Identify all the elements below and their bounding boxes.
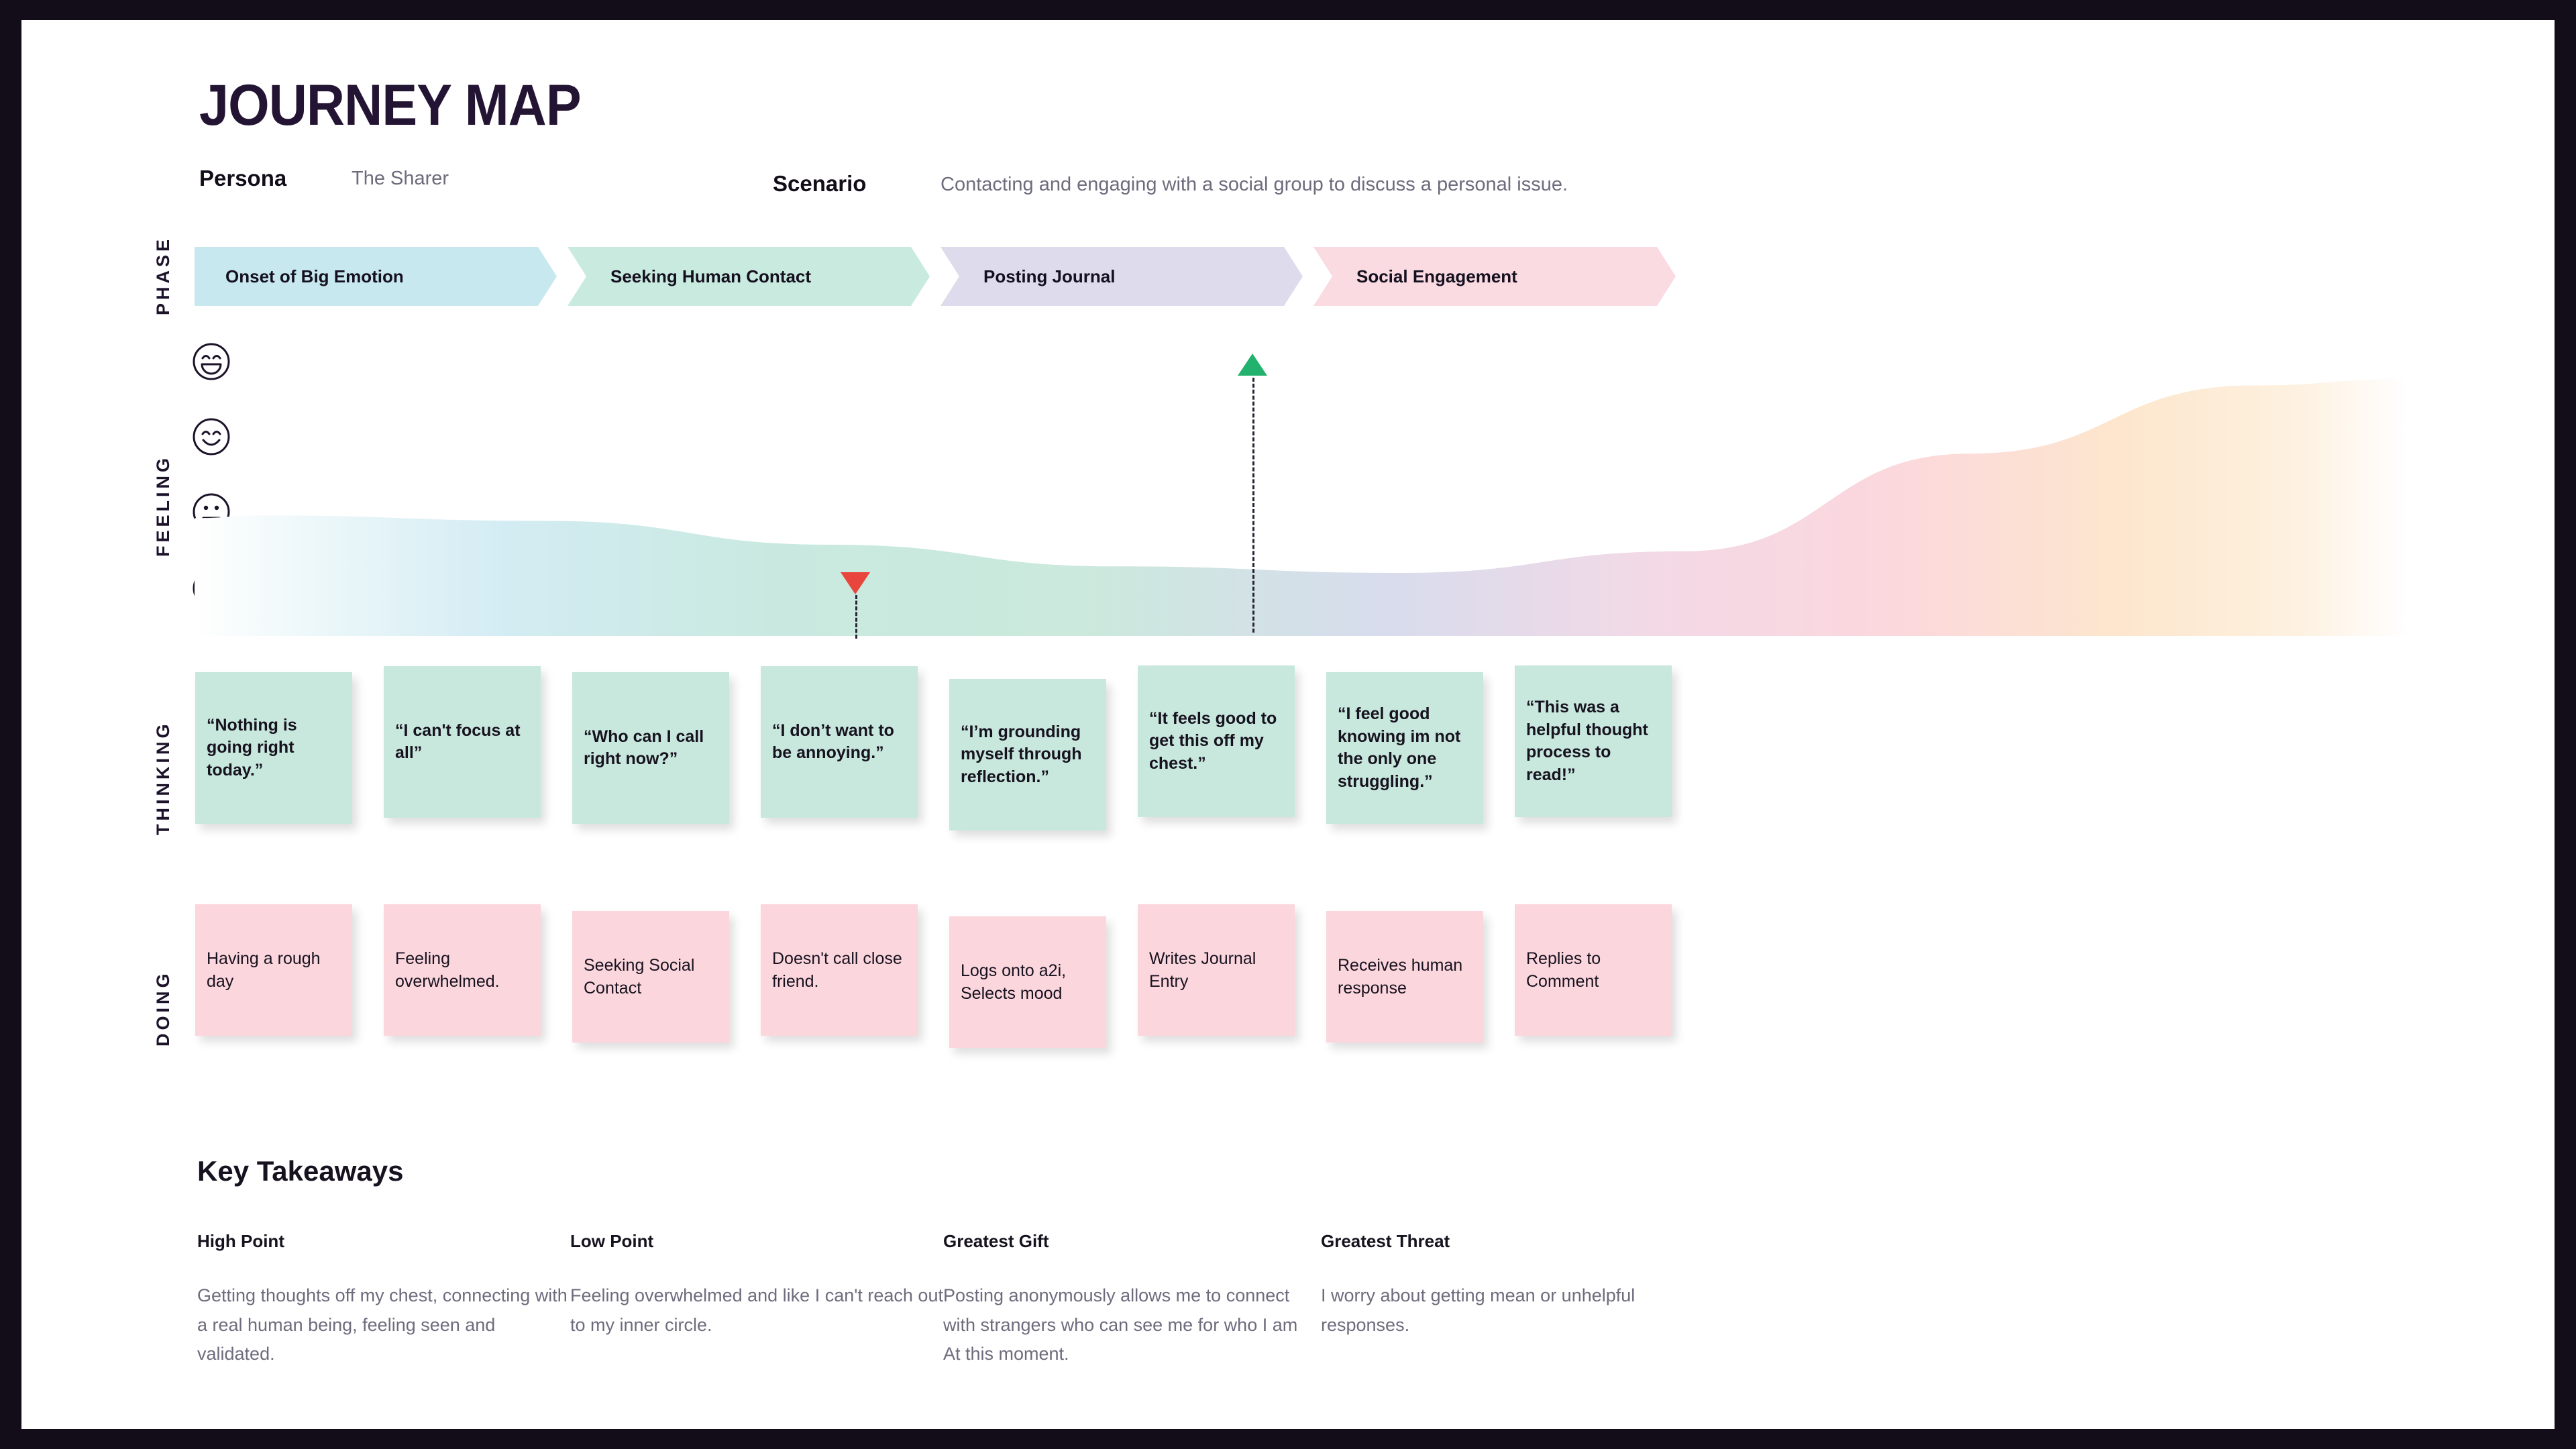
doing-note-text: Replies to Comment xyxy=(1526,949,1601,991)
takeaway-body: Feeling overwhelmed and like I can't rea… xyxy=(570,1285,943,1335)
doing-note[interactable]: Seeking Social Contact xyxy=(572,911,729,1042)
takeaway-heading: High Point xyxy=(197,1231,284,1251)
thinking-note-text: “I can't focus at all” xyxy=(395,720,521,763)
thinking-note-text: “Who can I call right now?” xyxy=(584,727,704,769)
thinking-note[interactable]: “I’m grounding myself through reflection… xyxy=(949,679,1106,830)
takeaway-heading: Greatest Gift xyxy=(943,1231,1049,1251)
thinking-note-text: “I’m grounding myself through reflection… xyxy=(961,722,1082,786)
phase-2[interactable]: Seeking Human Contact xyxy=(568,247,930,306)
laughing-face-icon xyxy=(193,343,230,380)
feeling-area-chart xyxy=(195,378,2408,636)
scenario-label: Scenario xyxy=(773,171,867,196)
doing-note[interactable]: Replies to Comment xyxy=(1515,904,1672,1036)
thinking-note-text: “This was a helpful thought process to r… xyxy=(1526,698,1648,784)
phase-row: Onset of Big Emotion Seeking Human Contac… xyxy=(195,247,1677,306)
thinking-note-text: “Nothing is going right today.” xyxy=(207,715,297,780)
takeaway-body: Getting thoughts off my chest, connectin… xyxy=(197,1285,568,1364)
doing-note[interactable]: Writes Journal Entry xyxy=(1138,904,1295,1036)
smiling-face-icon xyxy=(193,418,230,455)
journey-map-page: JOURNEY MAP Persona The Sharer Scenario … xyxy=(21,20,2555,1429)
row-label-phase: PHASE xyxy=(153,235,173,315)
row-label-feeling: FEELING xyxy=(153,454,173,557)
doing-note-text: Feeling overwhelmed. xyxy=(395,949,500,991)
doing-note-text: Writes Journal Entry xyxy=(1149,949,1256,991)
thinking-note[interactable]: “I can't focus at all” xyxy=(384,666,541,818)
doing-note-text: Doesn't call close friend. xyxy=(772,949,902,991)
doing-note[interactable]: Feeling overwhelmed. xyxy=(384,904,541,1036)
thinking-note[interactable]: “This was a helpful thought process to r… xyxy=(1515,665,1672,817)
thinking-note-text: “I don’t want to be annoying.” xyxy=(772,720,894,763)
doing-note-text: Having a rough day xyxy=(207,949,321,991)
persona-label: Persona xyxy=(199,166,287,191)
page-title: JOURNEY MAP xyxy=(199,73,582,138)
phase-1[interactable]: Onset of Big Emotion xyxy=(195,247,557,306)
thinking-note[interactable]: “I feel good knowing im not the only one… xyxy=(1326,672,1483,824)
phase-label: Social Engagement xyxy=(1356,266,1517,286)
takeaways-title: Key Takeaways xyxy=(197,1155,404,1187)
row-label-doing: DOING xyxy=(153,970,173,1046)
persona-value: The Sharer xyxy=(352,168,449,189)
doing-note[interactable]: Doesn't call close friend. xyxy=(761,904,918,1036)
thinking-note[interactable]: “Who can I call right now?” xyxy=(572,672,729,824)
doing-note[interactable]: Having a rough day xyxy=(195,904,352,1036)
takeaway-body: I worry about getting mean or unhelpful … xyxy=(1321,1285,1635,1335)
phase-label: Posting Journal xyxy=(983,266,1116,286)
doing-note[interactable]: Receives human response xyxy=(1326,911,1483,1042)
doing-note-text: Logs onto a2i, Selects mood xyxy=(961,961,1067,1004)
phase-4[interactable]: Social Engagement xyxy=(1313,247,1676,306)
thinking-note[interactable]: “I don’t want to be annoying.” xyxy=(761,666,918,818)
thinking-note[interactable]: “It feels good to get this off my chest.… xyxy=(1138,665,1295,817)
takeaway-body: Posting anonymously allows me to connect… xyxy=(943,1285,1298,1364)
phase-3[interactable]: Posting Journal xyxy=(941,247,1303,306)
doing-note[interactable]: Logs onto a2i, Selects mood xyxy=(949,916,1106,1048)
doing-note-text: Seeking Social Contact xyxy=(584,955,695,998)
phase-label: Seeking Human Contact xyxy=(610,266,812,286)
takeaway-heading: Low Point xyxy=(570,1231,654,1251)
thinking-note[interactable]: “Nothing is going right today.” xyxy=(195,672,352,824)
thinking-note-text: “I feel good knowing im not the only one… xyxy=(1338,704,1461,791)
takeaway-block: Greatest Threat I worry about getting mea… xyxy=(1321,1231,1636,1340)
low-point-dashed-line xyxy=(855,595,857,639)
phase-label: Onset of Big Emotion xyxy=(225,266,404,286)
row-label-thinking: THINKING xyxy=(153,720,173,836)
takeaway-heading: Greatest Threat xyxy=(1321,1231,1450,1251)
feeling-curve xyxy=(195,334,2408,636)
high-point-marker xyxy=(1238,354,1267,376)
thinking-note-text: “It feels good to get this off my chest.… xyxy=(1149,708,1277,773)
low-point-marker xyxy=(841,572,870,594)
doing-note-text: Receives human response xyxy=(1338,955,1463,998)
scenario-value: Contacting and engaging with a social gr… xyxy=(941,174,1568,195)
high-point-dashed-line xyxy=(1252,378,1254,633)
